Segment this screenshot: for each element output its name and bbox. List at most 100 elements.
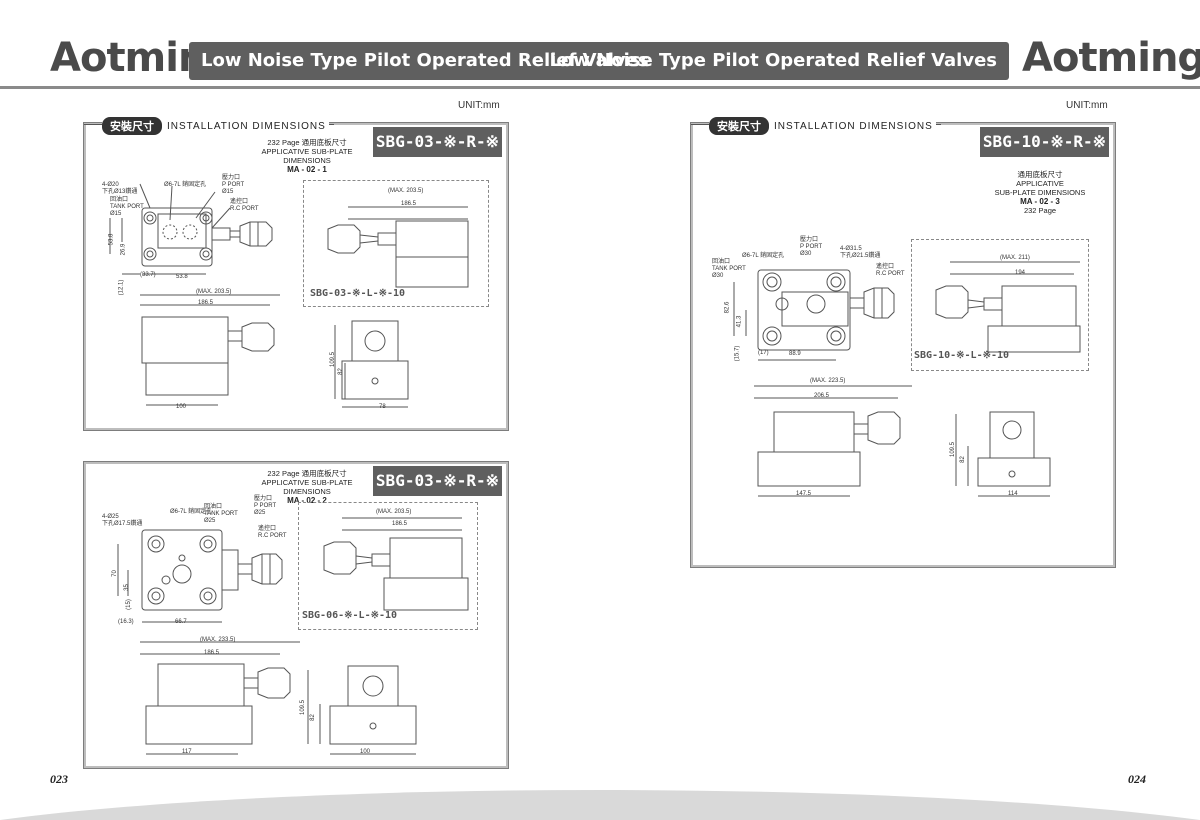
page-number-right: 024 [1128,772,1146,786]
dim-label: 186.5 [392,521,408,527]
dim-label: (17) [758,350,769,356]
holes-callout: 4-Ø31.5 [840,246,862,252]
rc-port-cn: 遙控口 [258,526,277,532]
ref-line: 232 Page 通用底板尺寸 [267,469,347,478]
p-port-label: P PORT [800,244,823,250]
dim-label: 82.6 [724,301,731,314]
dim-label: 82 [337,368,344,375]
model-code-tab: SBG-10-※-R-※ [980,127,1109,157]
subplate-box [298,502,478,630]
tank-port-cn: 回油口 [712,259,731,265]
dim-label: (MAX. 211) [1000,255,1030,261]
subplate-model-label: SBG-06-※-L-※-10 [302,610,398,621]
dim-label: 147.5 [796,491,812,497]
holes-callout: 4-Ø20 [102,182,119,188]
holes-callout-cn: 下孔Ø17.5鑽通 [102,521,143,527]
title-left: Low Noise Type Pilot Operated Relief Val… [201,50,649,71]
header-rule [0,86,1200,89]
side-view-drawing [740,384,1070,504]
section-heading-en: INSTALLATION DIMENSIONS [774,120,933,132]
subplate-reference: 通用底板尺寸 APPLICATIVE SUB-PLATE DIMENSIONS … [985,170,1095,215]
unit-label-left: UNIT:mm [458,100,500,111]
pin-callout: Ø6-7L 銷固定孔 [742,253,785,259]
unit-label-right: UNIT:mm [1066,100,1108,111]
top-view-drawing [712,250,912,370]
dim-label: 186.5 [198,300,214,306]
dim-label: (15.7) [734,345,741,362]
rc-port-label: R.C PORT [258,533,287,539]
ref-line: APPLICATIVE SUB-PLATE DIMENSIONS [261,478,353,496]
ref-line: MA - 02 - 3 [1020,197,1060,206]
section-heading-right: 安裝尺寸 INSTALLATION DIMENSIONS [709,117,936,135]
title-right: Low Noise Type Pilot Operated Relief Val… [549,50,997,71]
dim-label: 109.5 [300,699,307,716]
dim-label: 206.5 [814,393,830,399]
dim-label: 82 [309,714,316,721]
ref-line: 232 Page [1023,206,1057,215]
side-view-drawing [130,640,420,760]
dim-label: 88.9 [789,351,801,357]
rc-port-cn: 遙控口 [876,264,895,270]
dim-label: (MAX. 233.5) [200,637,236,643]
ref-line: 通用底板尺寸 [1017,170,1063,179]
p-port-dia: Ø30 [800,251,812,257]
tank-port-cn: 回油口 [110,197,129,203]
ref-line: SUB-PLATE DIMENSIONS [994,188,1086,197]
section-heading-cn: 安裝尺寸 [102,117,162,135]
tank-port-dia: Ø25 [204,518,216,524]
subplate-box [303,180,489,307]
dim-label: (MAX. 203.5) [376,509,412,515]
p-port-dia: Ø15 [222,189,234,195]
dim-label: 109.5 [950,441,957,458]
model-code-tab: SBG-03-※-R-※ [373,466,502,496]
dim-label: 82 [959,456,966,463]
ref-line: MA - 02 - 1 [287,165,327,174]
ref-line: APPLICATIVE SUB-PLATE DIMENSIONS [261,147,353,165]
dim-label: (16.3) [118,619,134,625]
tank-port-label: TANK PORT [712,266,746,272]
dim-label: 53.8 [176,274,188,280]
subplate-model-label: SBG-10-※-L-※-10 [914,350,1010,361]
rc-port-label: R.C PORT [876,271,905,277]
section-heading-en: INSTALLATION DIMENSIONS [167,120,326,132]
side-view-drawing [130,293,410,413]
brand-logo-right: Aotming [1022,35,1200,81]
subplate-model-label: SBG-03-※-L-※-10 [310,288,406,299]
dim-label: 117 [182,749,192,755]
dim-label: 114 [1008,491,1018,497]
dim-label: 100 [176,404,187,410]
holes-callout: 4-Ø25 [102,514,119,520]
pin-callout: Ø6-7L 銷固定孔 [170,509,213,515]
section-heading-cn: 安裝尺寸 [709,117,769,135]
top-view-drawing [106,510,306,630]
dim-label: 26.9 [120,243,127,256]
p-port-cn: 壓力口 [800,237,819,243]
subplate-box [911,239,1089,371]
subplate-drawing [318,195,478,295]
p-port-cn: 壓力口 [254,496,273,502]
ref-line: 232 Page 通用底板尺寸 [267,138,347,147]
dim-label: (MAX. 203.5) [196,289,232,295]
tank-port-label: TANK PORT [204,511,238,517]
dim-label: 109.5 [330,351,337,368]
dim-label: 70 [111,570,118,577]
dim-label: (12.1) [118,279,125,296]
dim-label: (MAX. 223.5) [810,378,846,384]
subplate-reference: 232 Page 通用底板尺寸 APPLICATIVE SUB-PLATE DI… [238,469,376,505]
dim-label: (MAX. 203.5) [388,188,424,194]
dimension-panel-2 [83,461,509,769]
dim-label: 66.7 [175,619,187,625]
dim-label: 186.5 [401,201,417,207]
dim-label: 53.8 [108,233,115,246]
rc-port-label: R.C PORT [230,206,259,212]
ref-line: APPLICATIVE [1016,179,1064,188]
dim-label: 41.3 [736,315,743,328]
dim-label: (33.7) [140,272,156,278]
tank-port-label: TANK PORT [110,204,144,210]
pin-callout: Ø6-7L 銷固定孔 [164,182,207,188]
ref-line: MA - 02 - 2 [287,496,327,505]
tank-port-cn: 回油口 [204,504,223,510]
p-port-dia: Ø25 [254,510,266,516]
holes-callout-cn: 下孔Ø13鑽通 [102,189,138,195]
dim-label: (15) [125,599,132,610]
